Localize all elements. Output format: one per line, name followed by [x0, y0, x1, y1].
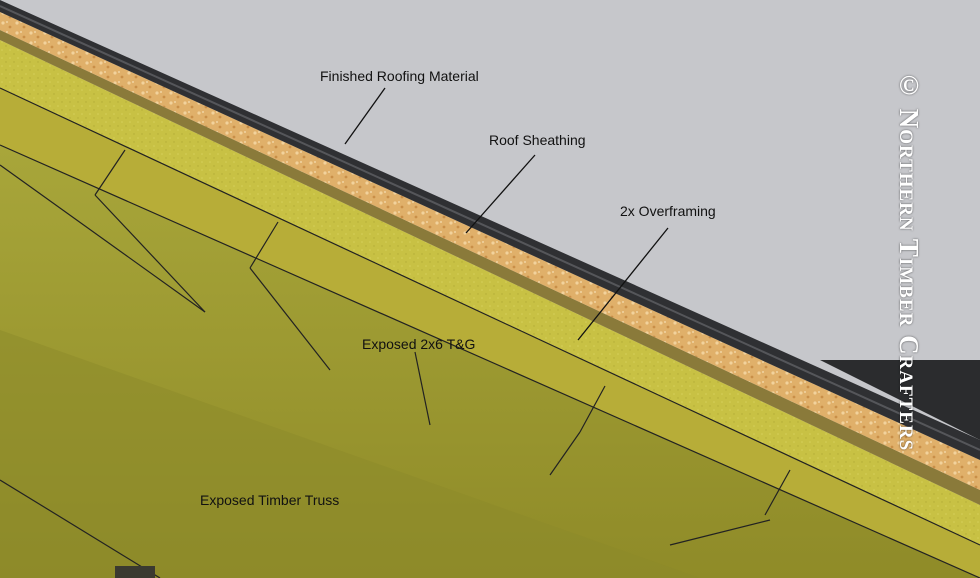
label-finished-roofing: Finished Roofing Material [320, 68, 479, 84]
exposed-tg-decking [0, 88, 980, 578]
leader-roofing [344, 87, 386, 145]
board-joints [0, 87, 980, 578]
leader-sheathing [465, 154, 536, 234]
leader-overframing [577, 227, 669, 341]
roofing-highlight [0, 5, 980, 451]
overframing-layer [0, 40, 980, 545]
roof-shingles-distant [820, 360, 980, 440]
label-roof-sheathing: Roof Sheathing [489, 132, 586, 148]
label-overframing: 2x Overframing [620, 203, 716, 219]
board-edge-strip [0, 30, 980, 505]
truss-shadow [0, 330, 700, 578]
label-exposed-tg: Exposed 2x6 T&G [362, 336, 476, 352]
roof-sheathing-layer [0, 12, 980, 490]
watermark: © Northern Timber Crafters [894, 70, 924, 452]
bottom-detail [115, 566, 155, 578]
finished-roofing-layer [0, 0, 980, 460]
leader-lines [344, 87, 669, 341]
label-exposed-truss: Exposed Timber Truss [200, 492, 340, 508]
